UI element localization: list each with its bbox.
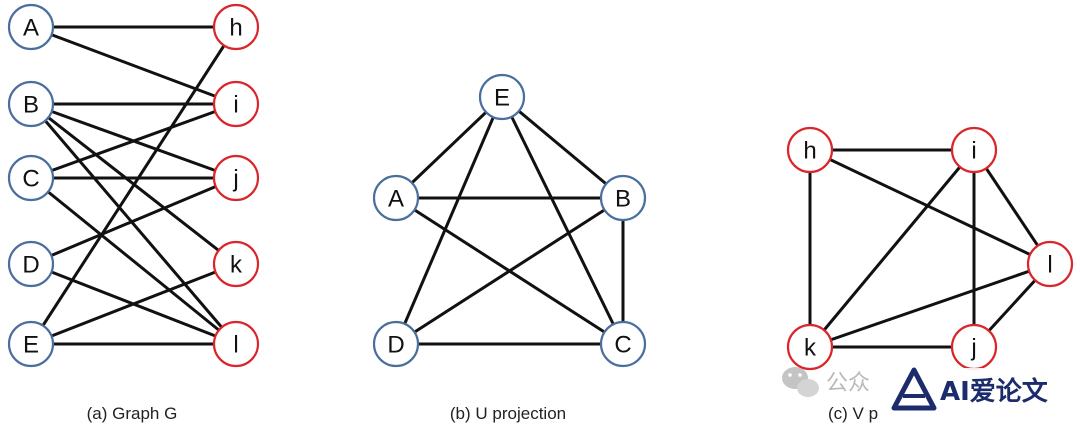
v-projection-node-l: l — [1026, 240, 1074, 288]
graph-g-node-circle-B — [7, 80, 55, 128]
v-projection-node-circle-l — [1026, 240, 1074, 288]
graph-g-node-circle-D — [7, 240, 55, 288]
u-projection-node-C: C — [599, 320, 647, 368]
u-projection-edge-E-C — [500, 95, 625, 346]
graph-g-node-l: l — [212, 320, 260, 368]
watermark-text: 公众 — [826, 371, 870, 396]
graph-g-nodes: A B C D Eh i j k l — [7, 3, 260, 368]
graph-g-node-D: D — [7, 240, 55, 288]
v-projection-node-label-k: k — [804, 335, 817, 362]
graph-g-node-label-l: l — [233, 332, 238, 359]
u-projection-node-B: B — [599, 174, 647, 222]
graph-g-edge-A-i — [29, 25, 238, 106]
graph-g-edge-C-i — [29, 102, 238, 180]
u-projection-node-label-D: D — [387, 332, 404, 359]
graph-g-node-k: k — [212, 240, 260, 288]
graph-g-node-A: A — [7, 3, 55, 51]
graph-g-edge-E-h — [29, 25, 238, 346]
v-projection-node-circle-i — [950, 126, 998, 174]
u-projection-node-circle-A — [372, 174, 420, 222]
wechat-icon — [782, 367, 819, 397]
graph-g-node-label-E: E — [23, 332, 39, 359]
graph-g-edge-D-j — [29, 176, 238, 266]
u-projection-edge-E-A — [394, 95, 504, 200]
v-projection-caption: (c) V p — [828, 404, 878, 423]
u-projection-node-label-A: A — [388, 186, 404, 213]
graph-g-node-circle-h — [212, 3, 260, 51]
graph-g-node-label-h: h — [229, 15, 242, 42]
brand-logo-icon — [880, 367, 1060, 412]
graph-g-edge-C-l — [29, 176, 238, 346]
v-projection-node-k: k — [786, 323, 834, 371]
u-projection-node-label-B: B — [615, 186, 631, 213]
graph-g-node-label-k: k — [230, 252, 243, 279]
u-projection-nodes: E A B D C — [372, 73, 647, 368]
u-projection-node-circle-E — [478, 73, 526, 121]
v-projection-node-label-l: l — [1047, 252, 1052, 279]
graph-g-node-label-A: A — [23, 15, 39, 42]
u-projection-edge-E-D — [394, 95, 504, 346]
v-projection-node-label-h: h — [803, 138, 816, 165]
u-projection-caption: (b) U projection — [450, 404, 566, 423]
watermark-brand: AI爱论文 — [940, 376, 1049, 407]
u-projection-edges — [394, 95, 625, 346]
panel-u-projection: E A B D C (b) U projection — [372, 73, 647, 423]
graph-g-node-label-D: D — [22, 252, 39, 279]
u-projection-node-A: A — [372, 174, 420, 222]
v-projection-node-circle-h — [786, 126, 834, 174]
graph-g-node-circle-C — [7, 154, 55, 202]
graph-g-node-label-i: i — [233, 92, 238, 119]
v-projection-edge-i-k — [808, 148, 976, 349]
graph-g-edge-B-l — [29, 102, 238, 346]
v-projection-node-i: i — [950, 126, 998, 174]
graph-g-node-circle-l — [212, 320, 260, 368]
v-projection-edges — [808, 148, 1052, 349]
graph-g-node-circle-E — [7, 320, 55, 368]
u-projection-edge-E-B — [500, 95, 625, 200]
graph-g-node-h: h — [212, 3, 260, 51]
graph-g-node-label-C: C — [22, 166, 39, 193]
v-projection-edge-k-l — [808, 262, 1052, 349]
v-projection-node-circle-k — [786, 323, 834, 371]
u-projection-node-circle-D — [372, 320, 420, 368]
v-projection-node-h: h — [786, 126, 834, 174]
u-projection-node-D: D — [372, 320, 420, 368]
u-projection-node-circle-C — [599, 320, 647, 368]
u-projection-node-E: E — [478, 73, 526, 121]
v-projection-node-label-i: i — [971, 138, 976, 165]
panel-graph-g: A B C D Eh i j k l (a) Graph G — [7, 3, 260, 423]
graph-g-node-circle-j — [212, 154, 260, 202]
v-projection-edge-h-l — [808, 148, 1052, 266]
graph-g-node-label-B: B — [23, 92, 39, 119]
graph-g-node-j: j — [212, 154, 260, 202]
v-projection-node-label-j: j — [970, 335, 976, 362]
graph-g-node-i: i — [212, 80, 260, 128]
graph-g-caption: (a) Graph G — [87, 404, 178, 423]
graph-g-edge-E-k — [29, 262, 238, 346]
u-projection-node-circle-B — [599, 174, 647, 222]
graph-g-node-circle-k — [212, 240, 260, 288]
u-projection-edge-B-D — [394, 196, 625, 346]
graph-g-node-circle-A — [7, 3, 55, 51]
v-projection-node-j: j — [950, 323, 998, 371]
panel-v-projection: h i l k j (c) V p — [786, 126, 1074, 423]
graph-g-node-E: E — [7, 320, 55, 368]
graph-g-edges — [29, 25, 238, 346]
u-projection-node-label-C: C — [614, 332, 631, 359]
v-projection-nodes: h i l k j — [786, 126, 1074, 371]
graph-g-node-C: C — [7, 154, 55, 202]
graph-g-node-label-j: j — [232, 166, 238, 193]
u-projection-node-label-E: E — [494, 85, 510, 112]
graph-g-node-B: B — [7, 80, 55, 128]
watermark: 公众 AI爱论文 — [782, 367, 1060, 412]
graph-g-node-circle-i — [212, 80, 260, 128]
